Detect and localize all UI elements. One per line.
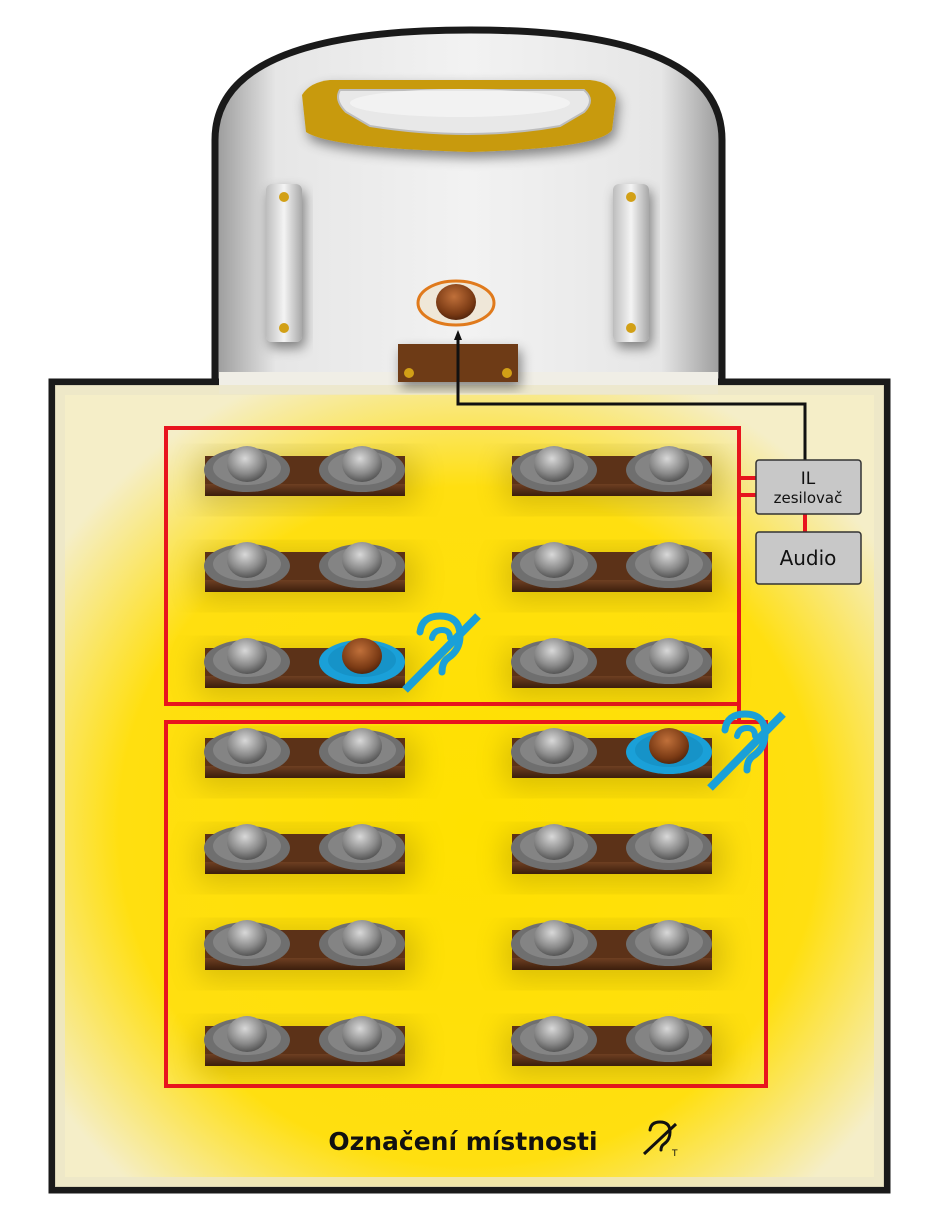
hearing-impaired-head-icon	[319, 638, 405, 684]
head-icon	[204, 638, 290, 684]
microphone-cable	[456, 336, 807, 460]
pew	[504, 446, 724, 506]
pew	[504, 824, 724, 884]
pew	[197, 446, 417, 506]
pew	[197, 542, 417, 602]
head-icon	[204, 542, 290, 588]
head-icon	[319, 1016, 405, 1062]
head-icon	[204, 446, 290, 492]
head-icon	[626, 542, 712, 588]
induction-loops	[164, 426, 807, 1088]
church-building	[48, 26, 891, 1194]
head-icon	[626, 920, 712, 966]
amplifier-label-line1: IL	[801, 469, 816, 489]
nave-area	[48, 378, 891, 1194]
pew	[504, 542, 724, 602]
head-icon	[626, 446, 712, 492]
head-icon	[204, 1016, 290, 1062]
head-icon	[319, 542, 405, 588]
head-icon	[511, 920, 597, 966]
hearing-loop-icon	[402, 612, 481, 693]
pillar-right	[613, 184, 649, 342]
head-icon	[319, 920, 405, 966]
head-icon	[511, 824, 597, 870]
head-icon	[626, 638, 712, 684]
head-icon	[204, 920, 290, 966]
head-icon	[204, 824, 290, 870]
pew	[504, 1016, 724, 1076]
amplifier-label-line2: zesilovač	[774, 489, 843, 507]
head-icon	[626, 1016, 712, 1062]
head-icon	[511, 542, 597, 588]
head-icon	[319, 824, 405, 870]
hearing-impaired-head-icon	[626, 728, 712, 774]
pews-group	[197, 446, 724, 1076]
pew	[197, 824, 417, 884]
hearing-loop-t-icon: T	[642, 1120, 678, 1159]
head-icon	[319, 446, 405, 492]
il-amplifier-box: IL zesilovač	[755, 459, 862, 515]
audio-source-box: Audio	[755, 531, 862, 585]
head-icon	[511, 1016, 597, 1062]
room-sign-label: Označení místnosti	[328, 1127, 597, 1156]
hearing-loop-icon	[707, 710, 786, 791]
head-icon	[511, 728, 597, 774]
head-icon	[319, 728, 405, 774]
pew	[197, 728, 417, 788]
altar-icon	[302, 80, 616, 152]
head-icon	[626, 824, 712, 870]
head-icon	[511, 446, 597, 492]
pew	[504, 920, 724, 980]
pew	[504, 638, 724, 698]
head-icon	[511, 638, 597, 684]
svg-text:T: T	[671, 1149, 678, 1159]
audio-label: Audio	[780, 546, 837, 570]
pew	[504, 728, 724, 788]
room-sign: Označení místnosti T	[328, 1120, 678, 1159]
pillar-left	[266, 184, 302, 342]
pew	[197, 638, 417, 698]
speaker-head-icon	[416, 279, 496, 327]
pew	[197, 920, 417, 980]
loop-zone-rear	[164, 720, 768, 1088]
pew	[197, 1016, 417, 1076]
head-icon	[204, 728, 290, 774]
